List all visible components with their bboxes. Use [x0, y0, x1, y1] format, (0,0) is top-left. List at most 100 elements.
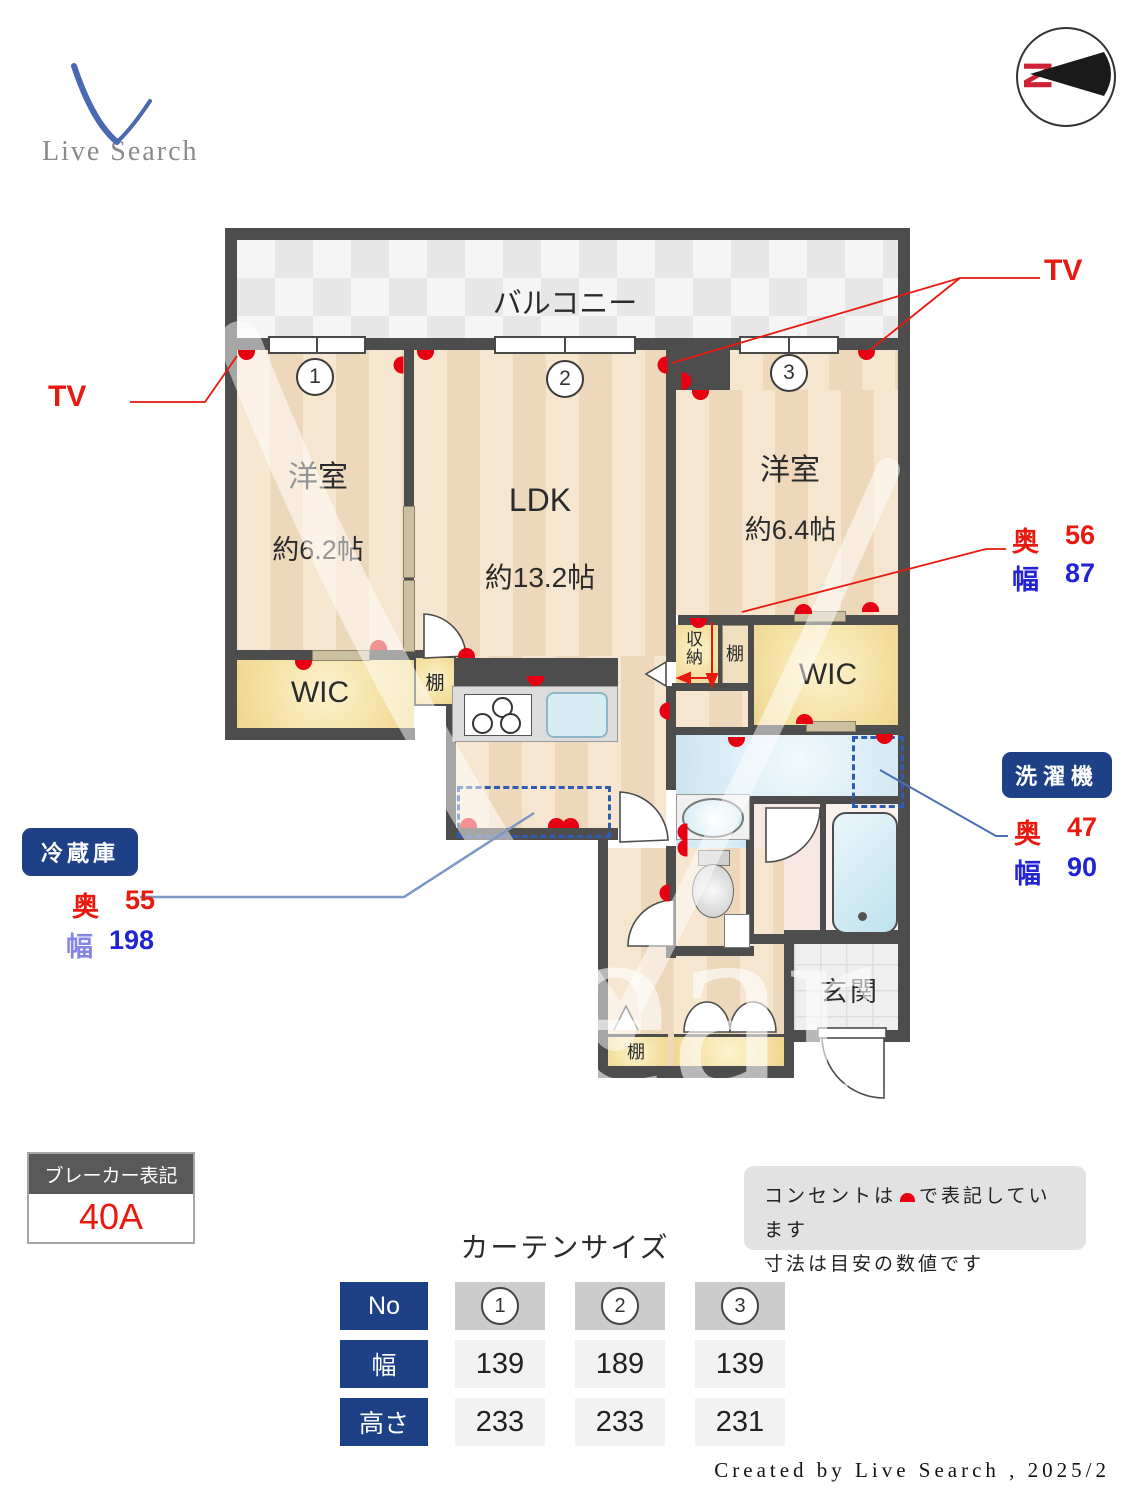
wall	[598, 840, 608, 1078]
window-number-2: 2	[546, 360, 584, 398]
outlet-marker	[562, 818, 579, 828]
shelf-label: 棚	[425, 672, 445, 694]
note-line-2: 寸法は目安の数値です	[764, 1254, 985, 1276]
window-number-1: 1	[296, 358, 334, 396]
curtain-col-2: 2	[575, 1282, 665, 1330]
window-3	[739, 336, 839, 354]
outlet-marker	[548, 818, 565, 828]
curtain-width-2: 189	[575, 1340, 665, 1388]
bedroom3-name: 洋室	[760, 454, 820, 487]
bedroom1-size: 約6.2帖	[272, 535, 364, 565]
outlet-marker	[659, 702, 670, 720]
storage-label: 収納	[683, 630, 702, 666]
sliding-door	[403, 506, 415, 578]
tv-leader-left	[130, 355, 238, 403]
footer-credit: Created by Live Search , 2025/2	[714, 1458, 1110, 1482]
outlet-marker	[657, 356, 668, 374]
breaker-value: 40A	[78, 1196, 144, 1237]
curtain-row-header-no: No	[340, 1282, 428, 1330]
live-search-logo: Live Search	[42, 136, 199, 167]
outlet-marker	[460, 818, 477, 828]
outlet-marker	[862, 602, 879, 612]
breaker-title: ブレーカー表記	[29, 1154, 193, 1194]
window-1	[268, 336, 366, 354]
wall	[225, 228, 910, 240]
curtain-row-header-height: 高さ	[340, 1398, 428, 1446]
wall	[784, 938, 794, 1078]
outlet-marker	[393, 356, 404, 374]
closet-bottom-floor	[674, 1034, 784, 1069]
fridge-space-dashed	[457, 786, 611, 838]
stove-burner	[500, 713, 521, 734]
kitchen-sink	[546, 692, 608, 738]
sliding-door	[806, 721, 856, 732]
wall	[672, 683, 752, 691]
wall	[225, 350, 237, 740]
curtain-table-title: カーテンサイズ	[460, 1232, 670, 1263]
fridge-badge: 冷蔵庫	[22, 828, 138, 876]
outlet-icon	[900, 1193, 916, 1202]
bedroom1-name: 洋室	[288, 461, 348, 494]
note-line-1: コンセントはで表記しています	[764, 1186, 1051, 1242]
wall	[748, 625, 754, 727]
balcony-label: バルコニー	[492, 288, 638, 320]
washbasin-bowl	[682, 798, 744, 838]
bedroom3-floor	[676, 390, 898, 615]
compass-north-label: N	[1014, 61, 1059, 90]
sliding-door	[403, 580, 415, 652]
shelf-right-label: 棚	[726, 644, 744, 664]
wic-right-label: WIC	[798, 658, 858, 691]
outlet-marker	[795, 604, 812, 614]
logo-v-mark	[71, 63, 120, 145]
outlet-marker	[677, 823, 688, 841]
pillar	[666, 350, 730, 390]
outlet-marker	[796, 714, 813, 724]
wall	[666, 846, 676, 958]
washer-badge: 洗濯機	[1002, 752, 1112, 798]
window-number-3: 3	[770, 354, 808, 392]
wall	[784, 1030, 820, 1042]
wall	[820, 804, 826, 938]
stove-burner	[472, 713, 493, 734]
wic-left-label: WIC	[290, 676, 350, 709]
bedroom3-size: 約6.4帖	[744, 515, 837, 545]
ldk-size: 約13.2帖	[484, 562, 596, 593]
curtain-col-3: 3	[695, 1282, 785, 1330]
curtain-height-1: 233	[455, 1398, 545, 1446]
sliding-door	[312, 650, 370, 661]
wall	[884, 1030, 910, 1042]
wall	[898, 350, 910, 1042]
curtain-width-1: 139	[455, 1340, 545, 1388]
tv-label-left: TV	[48, 380, 87, 413]
window-2	[494, 336, 636, 354]
curtain-width-3: 139	[695, 1340, 785, 1388]
compass	[1016, 27, 1116, 127]
toilet-bowl	[692, 864, 734, 918]
kitchen-shelf: 棚	[414, 656, 456, 706]
breaker-box: ブレーカー表記 40A	[27, 1152, 195, 1244]
wall	[666, 727, 754, 735]
washer-space-dashed	[852, 736, 904, 808]
curtain-row-header-width: 幅	[340, 1340, 428, 1388]
wall	[718, 625, 722, 687]
outlet-marker	[659, 884, 670, 902]
wall	[225, 240, 237, 350]
curtain-height-2: 233	[575, 1398, 665, 1446]
entrance-label: 玄関	[820, 977, 880, 1007]
outlet-marker	[677, 839, 688, 857]
corridor-floor	[676, 691, 748, 727]
outlet-marker	[370, 640, 387, 650]
toilet-corner-sink	[724, 914, 750, 948]
bathtub-drain	[858, 912, 867, 921]
door-arc	[821, 1035, 885, 1099]
tv-label-right: TV	[1044, 254, 1083, 287]
wall	[598, 1066, 794, 1078]
wall	[898, 240, 910, 350]
